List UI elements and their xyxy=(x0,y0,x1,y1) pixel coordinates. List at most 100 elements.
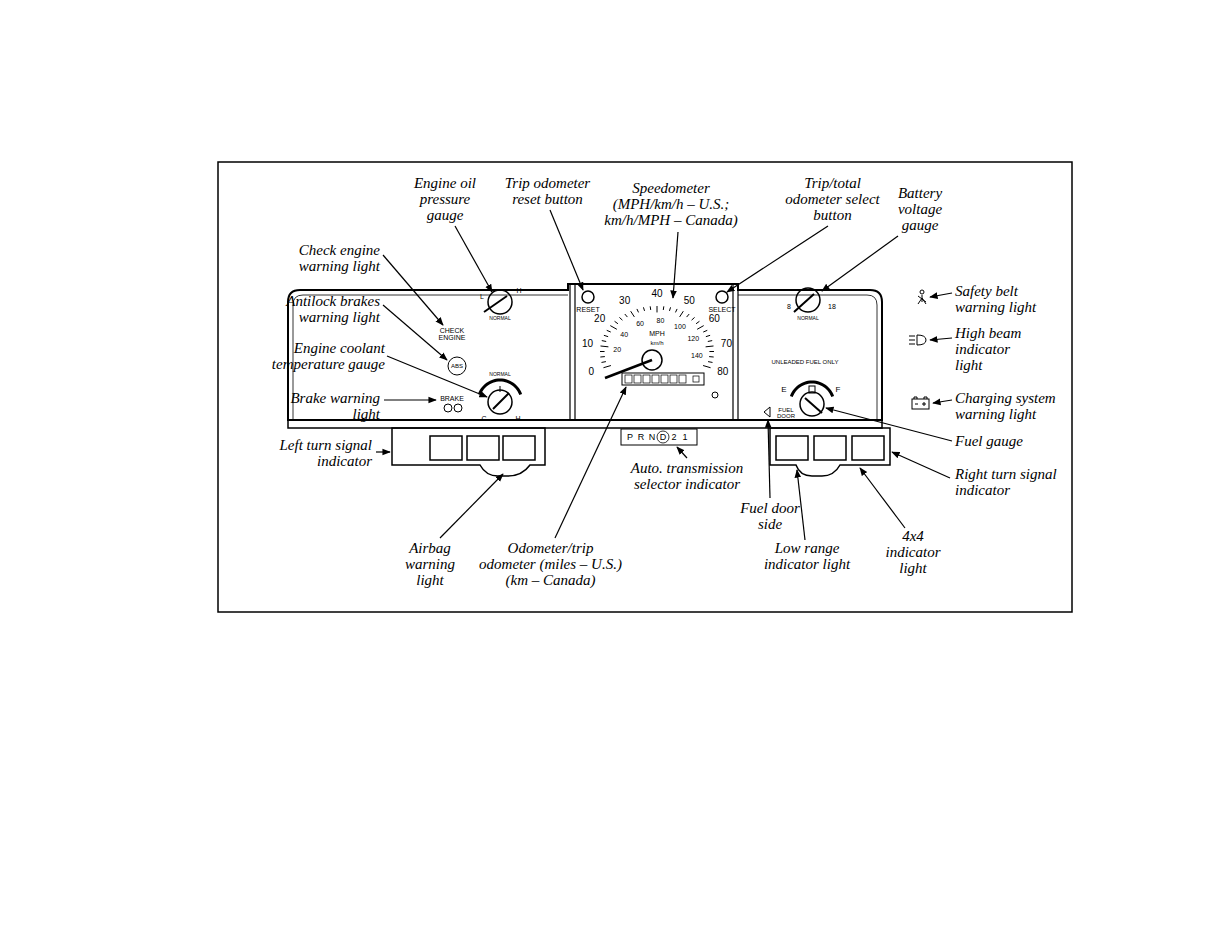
panel-marking: D xyxy=(660,433,667,442)
leader-line xyxy=(892,452,950,478)
indicator-window xyxy=(430,436,462,460)
panel-marking: L xyxy=(480,293,484,300)
fuel-pump-icon xyxy=(809,386,815,393)
panel-marking: F xyxy=(836,386,841,394)
panel-marking: 60 xyxy=(709,314,720,324)
leader-line xyxy=(822,236,898,291)
panel-marking: 20 xyxy=(613,346,621,353)
odometer-digit-cell xyxy=(634,375,641,383)
panel-marking: RESET xyxy=(576,306,599,313)
speedometer-tick xyxy=(708,361,712,363)
gauge-scale xyxy=(479,380,520,394)
callout-label: Speedometer (MPH/km/h – U.S.; km/h/MPH –… xyxy=(602,180,740,228)
pod-divider xyxy=(569,285,570,420)
panel-marking: 40 xyxy=(651,289,662,299)
leader-line xyxy=(376,451,390,452)
indicator-window xyxy=(852,436,884,460)
odometer-digit-cell xyxy=(679,375,686,383)
panel-marking: SELECT xyxy=(708,306,735,313)
panel-marking: NORMAL xyxy=(797,316,818,321)
panel-marking: 2 xyxy=(671,433,676,442)
callout-label: Low range indicator light xyxy=(752,540,862,572)
speedometer-tick xyxy=(607,330,611,332)
speedometer-tick xyxy=(709,356,714,357)
callout-label: Battery voltage gauge xyxy=(885,185,955,233)
panel-marking: 70 xyxy=(721,339,732,349)
panel-marking: 80 xyxy=(717,367,728,377)
leader-line xyxy=(930,293,952,297)
panel-marking: H xyxy=(515,415,520,422)
callout-label: Fuel gauge xyxy=(955,433,1065,449)
left-indicator-module xyxy=(392,428,545,476)
speedometer-tick xyxy=(601,361,605,363)
brake-lamp-symbol xyxy=(444,404,452,412)
speedometer-tick xyxy=(675,309,677,312)
leader-line xyxy=(768,420,770,498)
panel-marking: P xyxy=(627,433,633,442)
odometer-digit-cell xyxy=(670,375,677,383)
brake-lamp-symbol xyxy=(454,404,462,412)
panel-marking: 100 xyxy=(674,322,686,329)
leader-line xyxy=(727,226,828,292)
callout-label: Left turn signal indicator xyxy=(262,437,372,469)
panel-marking: 20 xyxy=(594,314,605,324)
panel-marking: 80 xyxy=(657,317,665,324)
speedometer-tick xyxy=(604,335,608,336)
leader-line xyxy=(826,408,952,441)
panel-marking: FUEL DOOR xyxy=(774,407,798,419)
figure-frame xyxy=(218,162,1072,612)
panel-marking: 18 xyxy=(828,303,836,310)
battery-symbol xyxy=(912,399,929,409)
panel-marking: BRAKE xyxy=(440,395,464,402)
panel-marking: km/h xyxy=(650,340,663,346)
callout-label: Auto. transmission selector indicator xyxy=(612,460,762,492)
speedometer-tick xyxy=(600,351,605,352)
panel-marking: ABS xyxy=(451,363,463,369)
reset-button xyxy=(582,291,594,303)
speedometer-tick xyxy=(696,321,699,323)
leader-line xyxy=(555,387,626,538)
select-button xyxy=(716,291,728,303)
speedometer-tick xyxy=(615,321,618,323)
panel-marking: N xyxy=(649,433,656,442)
transmission-indicator xyxy=(621,429,697,445)
callout-label: Charging system warning light xyxy=(955,390,1067,422)
speedometer-tick xyxy=(669,307,670,311)
speedometer-tick xyxy=(663,306,665,310)
speedometer-tick xyxy=(703,366,710,368)
panel-marking: 0 xyxy=(588,367,594,377)
callout-label: Right turn signal indicator xyxy=(955,466,1065,498)
callout-label: 4x4 indicator light xyxy=(878,528,948,576)
panel-marking: CHECK ENGINE xyxy=(432,327,472,341)
callout-label: High beam indicator light xyxy=(955,325,1030,373)
speedometer-tick xyxy=(625,314,628,317)
panel-marking: NORMAL xyxy=(489,316,510,321)
pod-divider xyxy=(574,285,575,420)
leader-line xyxy=(383,255,443,325)
leader-line xyxy=(677,447,687,458)
high-beam-symbol xyxy=(909,335,926,345)
panel-marking: 1 xyxy=(682,433,687,442)
callout-label: Engine coolant temperature gauge xyxy=(240,340,385,372)
panel-marking: C xyxy=(481,415,486,422)
panel-marking: E xyxy=(781,386,786,394)
panel-marking: 120 xyxy=(687,335,699,342)
speedometer-tick xyxy=(706,335,710,336)
safety-belt-symbol xyxy=(918,295,926,304)
gauge-needle xyxy=(794,294,814,312)
callout-label: Fuel door side xyxy=(730,500,810,532)
callout-label: Engine oil pressure gauge xyxy=(405,175,485,223)
odometer-digit-cell xyxy=(643,375,650,383)
speedometer-tick xyxy=(637,309,639,312)
coolant-gauge-hub xyxy=(488,390,512,414)
speedometer-tick xyxy=(600,345,608,347)
panel-marking: 10 xyxy=(582,339,593,349)
callout-label: Check engine warning light xyxy=(250,242,380,274)
odometer-display xyxy=(622,373,704,385)
odometer-digit-cell xyxy=(661,375,668,383)
odometer-digit-cell xyxy=(625,375,632,383)
leader-line xyxy=(440,474,503,538)
leader-line xyxy=(384,399,436,400)
safety-belt-symbol xyxy=(920,290,924,294)
panel-marking: 8 xyxy=(787,303,791,310)
